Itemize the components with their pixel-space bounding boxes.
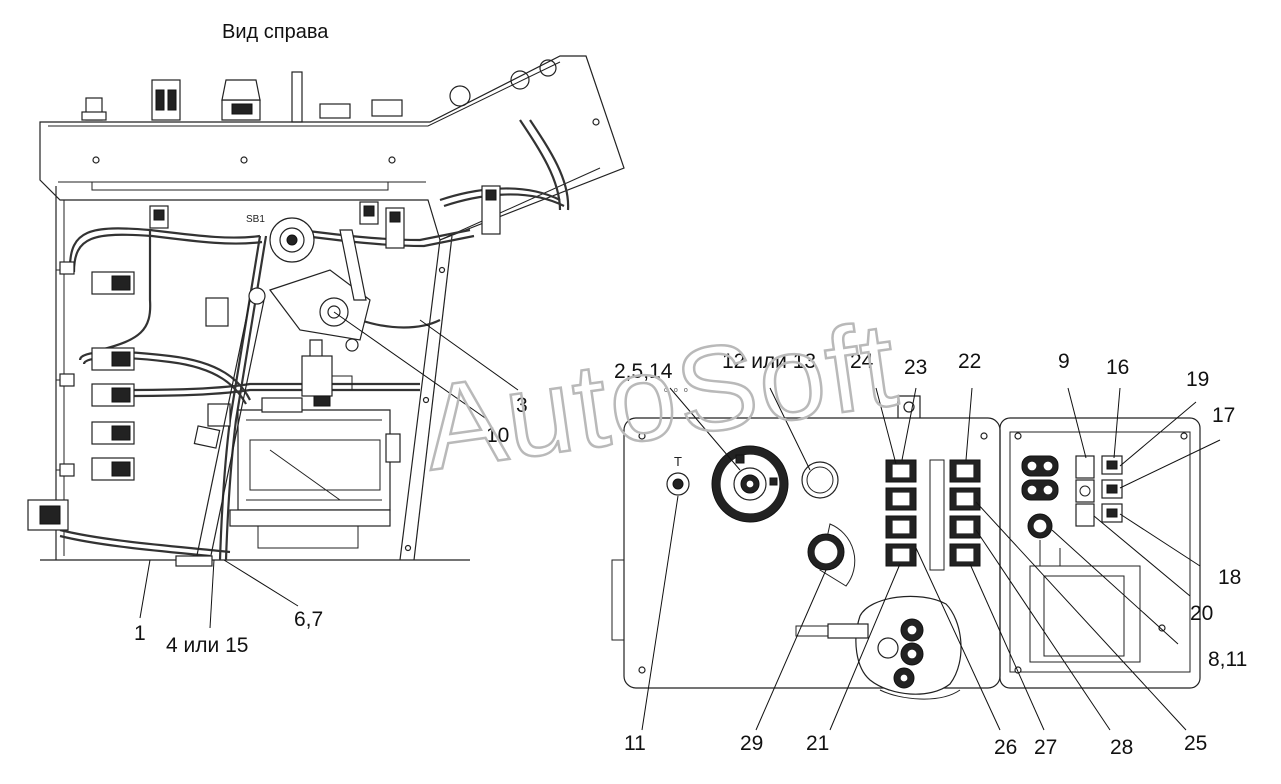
key-symbol: T xyxy=(674,454,682,469)
label-23: 23 xyxy=(904,356,927,379)
socket-assembly xyxy=(795,595,962,700)
label-20: 20 xyxy=(1190,602,1213,625)
warning-lamps xyxy=(1075,455,1123,527)
side-view-drawing: Вид справа xyxy=(27,21,625,629)
connectors-left xyxy=(27,261,135,531)
label-26: 26 xyxy=(994,736,1017,759)
label-17: 17 xyxy=(1212,404,1235,427)
watermark: AutoSoft xyxy=(415,297,905,496)
label-22: 22 xyxy=(958,350,981,373)
label-24: 24 xyxy=(850,350,874,373)
label-21: 21 xyxy=(806,732,829,755)
label-16: 16 xyxy=(1106,356,1129,379)
inner-brackets xyxy=(1029,540,1141,663)
label-4-15: 4 или 15 xyxy=(166,634,248,657)
label-27: 27 xyxy=(1034,736,1057,759)
label-1: 1 xyxy=(134,622,146,645)
fuse-pairs xyxy=(1021,455,1059,539)
top-housing xyxy=(39,55,625,241)
leaders-right xyxy=(641,387,1221,731)
hose xyxy=(175,287,266,567)
label-29: 29 xyxy=(740,732,763,755)
label-28: 28 xyxy=(1110,736,1133,759)
panel-plate-right xyxy=(999,417,1201,689)
indicator-lamp xyxy=(801,461,839,499)
top-controls xyxy=(81,59,557,123)
label-18: 18 xyxy=(1218,566,1241,589)
push-button xyxy=(807,523,856,587)
label-9: 9 xyxy=(1058,350,1070,373)
callout-labels: 1 4 или 15 6,7 3 10 2,5,14 12 или 13 24 … xyxy=(134,350,1247,759)
label-6-7: 6,7 xyxy=(294,608,323,631)
label-25: 25 xyxy=(1184,732,1207,755)
sb1-marking: SB1 xyxy=(246,214,265,225)
leaders-left xyxy=(139,311,519,629)
cable-clips xyxy=(149,185,501,427)
label-11: 11 xyxy=(624,732,646,755)
label-3: 3 xyxy=(516,394,528,417)
fuse-box xyxy=(229,397,401,549)
label-19: 19 xyxy=(1186,368,1209,391)
rocker-switches-col2 xyxy=(929,459,981,571)
label-10: 10 xyxy=(486,424,509,447)
label-8-11: 8,11 xyxy=(1208,648,1247,671)
rocker-switches-col1 xyxy=(885,459,917,567)
switch-sb1: SB1 xyxy=(246,214,371,352)
relay-unit xyxy=(301,339,353,407)
key-switch: T xyxy=(666,454,690,496)
view-title: Вид справа xyxy=(222,21,329,43)
label-2-5-14: 2,5,14 xyxy=(614,360,673,383)
label-12-13: 12 или 13 xyxy=(722,350,816,373)
